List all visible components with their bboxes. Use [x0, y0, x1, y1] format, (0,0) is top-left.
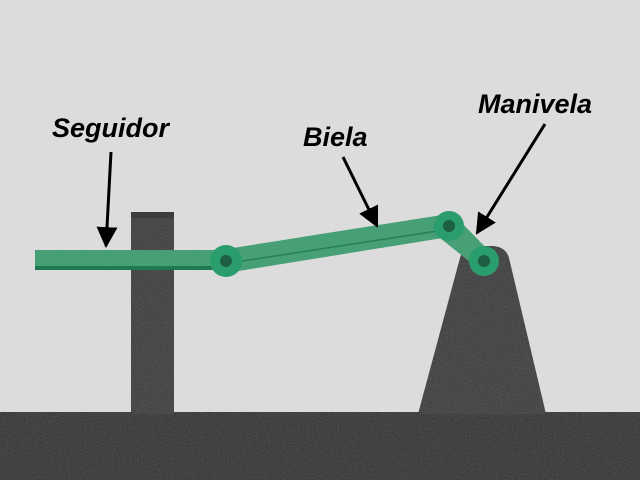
- guide-post: [131, 212, 174, 414]
- arrow-biela: [341, 156, 379, 228]
- label-manivela: Manivela: [478, 89, 592, 119]
- arrow-seguidor: [96, 151, 118, 249]
- arrow-manivela: [475, 123, 547, 235]
- follower-bar: [35, 250, 235, 270]
- crank-pivot-pin: [478, 255, 490, 267]
- connecting-rod-groove: [235, 229, 445, 263]
- connecting-rod: [220, 214, 455, 273]
- label-seguidor: Seguidor: [52, 113, 170, 143]
- guide-post-highlight: [131, 212, 174, 218]
- base-plate: [0, 412, 640, 480]
- crank-support: [418, 246, 546, 414]
- label-biela: Biela: [303, 122, 368, 152]
- joint-rod-crank-pin: [443, 220, 455, 232]
- follower-bar-shade: [35, 266, 235, 270]
- joint-follower-rod-pin: [220, 255, 232, 267]
